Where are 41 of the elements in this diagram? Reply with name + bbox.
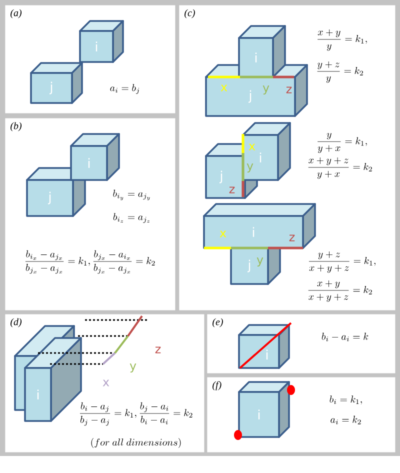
cube: j	[26, 167, 86, 217]
panel-letter: (b)	[10, 122, 22, 132]
axis-label: z	[289, 234, 295, 242]
formula: $\frac{b_{i_x}-a_{j_x}}{b_{j_x}-a_{j_x}} = k_1, \frac{b_{j_x}-a_{i_x}}{b_{j_x}-a_{j_x}} = k_2$	[25, 250, 155, 274]
formula: $a_i = k_2$	[330, 416, 361, 424]
axis-label: y	[130, 364, 136, 372]
formula: $\frac{b_i-a_j}{b_j-a_j} = k_1, \frac{b_j-a_i}{b_i-a_i} = k_2$	[80, 402, 192, 426]
axis-label: y	[246, 164, 254, 172]
formula: $\frac{x+y}{y} = k_1,$	[318, 29, 367, 51]
node-label: i	[37, 390, 39, 400]
axis-label: z	[229, 186, 235, 194]
formula: $\frac{y+z}{x+y+z} = k_1,$	[308, 251, 376, 273]
panel-letter: (a)	[10, 9, 22, 18]
formula: $\frac{y}{y+x} = k_1,$	[318, 132, 367, 153]
formula: $b_i - a_i = k$	[322, 332, 368, 342]
formula: $b_{i_z} = a_{j_z}$	[113, 213, 150, 223]
formula: $a_i = b_j$	[110, 84, 140, 94]
cube: i	[79, 20, 124, 63]
formula: $b_i = k_1,$	[330, 396, 362, 404]
panel-letter: (f)	[212, 381, 222, 390]
axis-label: x	[248, 144, 256, 150]
formula: $b_{i_y} = a_{j_y}$	[113, 190, 150, 200]
axis-label: x	[220, 84, 228, 92]
cube: i	[238, 324, 290, 369]
formula: $(for\ all\ dimensions)$	[91, 438, 181, 448]
axis-label: y	[256, 258, 264, 266]
cube: j	[30, 62, 83, 104]
panel-letter: (c)	[184, 9, 195, 18]
axis-label: z	[155, 346, 161, 354]
formula: $\frac{x+y+z}{y+x} = k_2$	[308, 157, 372, 179]
panel-letter: (e)	[212, 318, 223, 328]
formula: $\frac{y+z}{y} = k_2$	[317, 61, 363, 83]
axis-label: y	[262, 86, 270, 94]
panel-letter: (d)	[10, 318, 22, 328]
cube: i	[238, 25, 286, 78]
axis-label: x	[220, 230, 226, 238]
cube: i	[238, 381, 290, 438]
axis-label: x	[102, 380, 110, 386]
cube: i	[70, 133, 120, 181]
formula: $\frac{x+y}{x+y+z} = k_2$	[308, 280, 372, 302]
axis-label: z	[286, 86, 292, 94]
